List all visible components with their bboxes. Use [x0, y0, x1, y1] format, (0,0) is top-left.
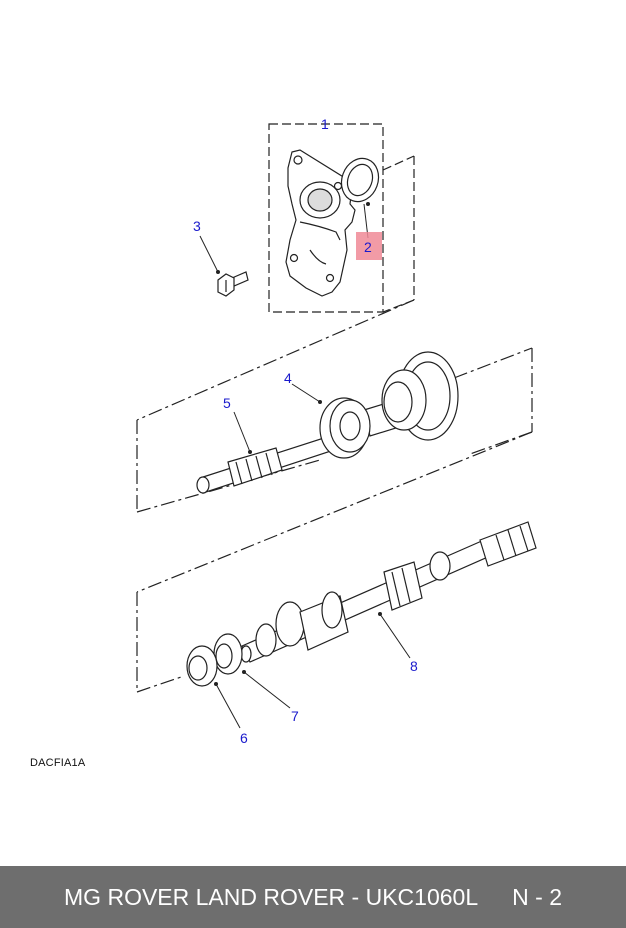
footer-page: N - 2	[512, 883, 562, 910]
callout-3: 3	[193, 218, 201, 234]
leader-lines	[199, 203, 411, 729]
part-4-bearing	[319, 397, 371, 459]
part-2-seal	[340, 157, 380, 203]
part-8-main-shaft	[240, 521, 537, 663]
callout-4: 4	[284, 370, 292, 386]
callout-8: 8	[410, 658, 418, 674]
part-6-bearing	[186, 645, 218, 687]
callout-1: 1	[321, 116, 329, 132]
callout-6: 6	[240, 730, 248, 746]
callout-7: 7	[291, 708, 299, 724]
callout-2: 2	[364, 239, 372, 255]
part-3-bolt	[217, 271, 249, 297]
footer-bar: MG ROVER LAND ROVER - UKC1060L N - 2	[0, 866, 626, 928]
part-1-housing	[285, 149, 356, 297]
leader-dots	[214, 202, 382, 686]
input-gear	[381, 351, 459, 441]
parts-diagram: 1 2 3 4 5 6 7 8	[136, 116, 537, 746]
callout-2-highlight	[356, 232, 382, 260]
part-7-washer	[213, 633, 243, 675]
callout-5: 5	[223, 395, 231, 411]
drawing-code: DACFIA1A	[30, 757, 86, 769]
mainshaft-group-outline	[136, 431, 533, 693]
footer-brand-part: MG ROVER LAND ROVER - UKC1060L	[64, 883, 479, 910]
shaft-group-outline	[136, 299, 533, 513]
